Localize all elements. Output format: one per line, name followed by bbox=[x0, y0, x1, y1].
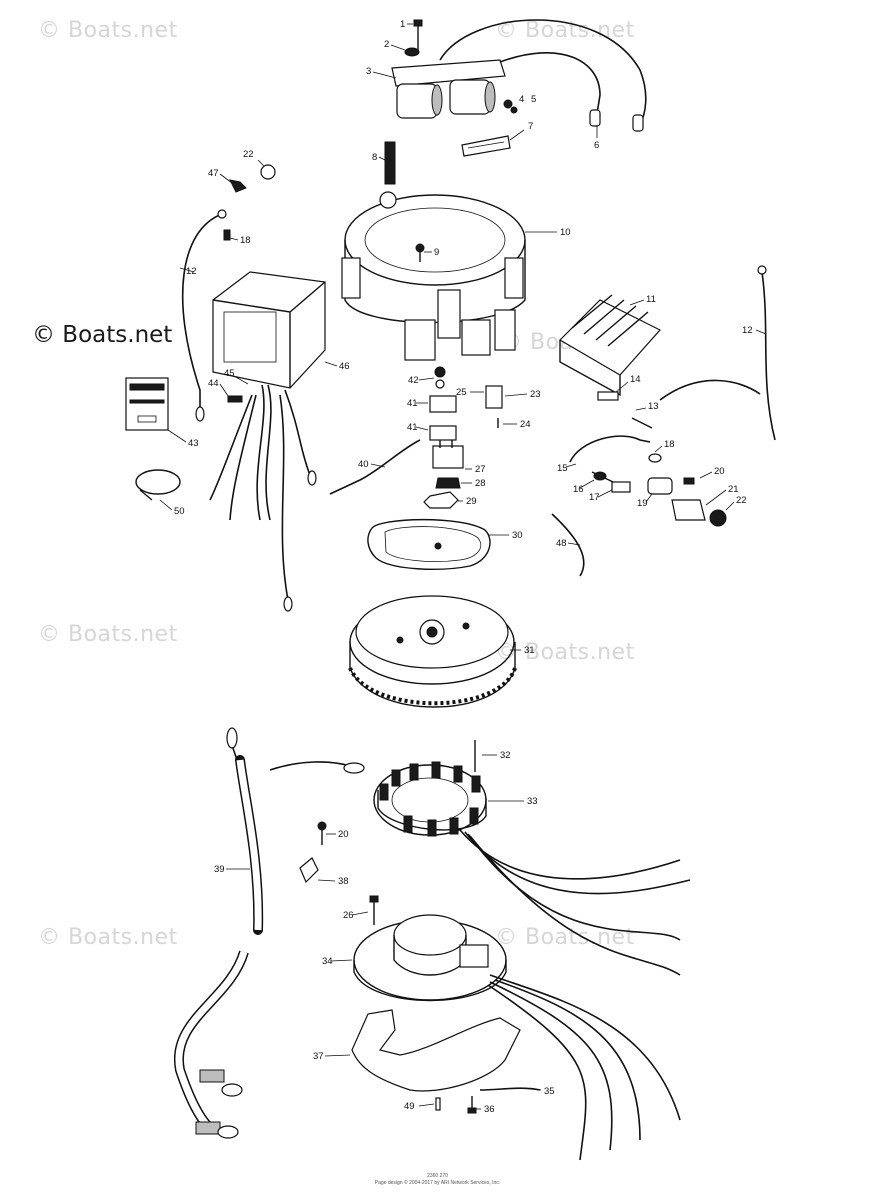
center-components bbox=[423, 366, 503, 509]
clamp bbox=[299, 821, 327, 884]
decal bbox=[125, 377, 169, 431]
watermark: © Boats.net bbox=[38, 925, 178, 950]
part-label: 49 bbox=[404, 1101, 415, 1112]
part-label: 15 bbox=[557, 463, 568, 474]
part-label: 13 bbox=[648, 401, 659, 412]
ground-wire bbox=[551, 513, 585, 577]
part-label: 35 bbox=[544, 1086, 555, 1097]
part-label: 8 bbox=[372, 152, 377, 163]
part-label: 32 bbox=[500, 750, 511, 761]
part-label: 25 bbox=[456, 387, 467, 398]
part-labels: 1 2 3 4 5 6 7 8 9 10 11 12 12 13 14 15 1… bbox=[159, 19, 767, 1115]
armature-plate bbox=[341, 141, 526, 361]
part-label: 36 bbox=[484, 1104, 495, 1115]
part-label: 26 bbox=[343, 910, 354, 921]
part-label: 37 bbox=[313, 1051, 324, 1062]
part-label: 23 bbox=[530, 389, 541, 400]
switch-box bbox=[209, 271, 326, 612]
timer-plate bbox=[367, 518, 491, 570]
watermark: © Boats.net bbox=[38, 622, 178, 647]
trigger-assembly bbox=[353, 895, 681, 1161]
part-label: 40 bbox=[358, 459, 369, 470]
part-label: 4 bbox=[519, 94, 524, 105]
part-label: 24 bbox=[520, 419, 531, 430]
part-label: 50 bbox=[174, 506, 185, 517]
part-label: 5 bbox=[531, 94, 536, 105]
part-label: 28 bbox=[475, 478, 486, 489]
part-label: 2 bbox=[384, 39, 389, 50]
part-label: 16 bbox=[573, 484, 584, 495]
ground-wire-left bbox=[181, 164, 276, 422]
part-label: 30 bbox=[512, 530, 523, 541]
part-label: 12 bbox=[742, 325, 753, 336]
part-label: 17 bbox=[589, 492, 600, 503]
part-label: 1 bbox=[400, 19, 405, 30]
part-label: 39 bbox=[214, 864, 225, 875]
part-label: 33 bbox=[527, 796, 538, 807]
part-label: 31 bbox=[524, 645, 535, 656]
part-label: 38 bbox=[338, 876, 349, 887]
part-label: 45 bbox=[224, 368, 235, 379]
stator bbox=[373, 740, 691, 976]
part-label: 7 bbox=[528, 121, 533, 132]
part-label: 18 bbox=[240, 235, 251, 246]
watermark-primary: © Boats.net bbox=[32, 322, 173, 348]
part-label: 6 bbox=[594, 140, 599, 151]
part-label: 22 bbox=[736, 495, 747, 506]
part-label: 46 bbox=[339, 361, 350, 372]
part-label: 9 bbox=[434, 247, 439, 258]
watermark: © Boats.net bbox=[495, 640, 635, 665]
throttle-cam-plate bbox=[351, 1009, 521, 1092]
part-label: 44 bbox=[208, 378, 219, 389]
part-label: 29 bbox=[466, 496, 477, 507]
part-label: 14 bbox=[630, 374, 641, 385]
part-label: 19 bbox=[637, 498, 648, 509]
part-label: 20 bbox=[714, 466, 725, 477]
part-label: 20 bbox=[338, 829, 349, 840]
battery-cable bbox=[173, 727, 365, 1139]
part-label: 11 bbox=[646, 294, 656, 305]
rectifier bbox=[559, 265, 776, 527]
part-label: 10 bbox=[560, 227, 571, 238]
lead-wire bbox=[329, 439, 421, 495]
part-label: 18 bbox=[664, 439, 675, 450]
part-label: 41 bbox=[407, 398, 418, 409]
part-label: 22 bbox=[243, 149, 254, 160]
part-label: 3 bbox=[366, 66, 371, 77]
part-label: 48 bbox=[556, 538, 567, 549]
part-label: 34 bbox=[322, 956, 333, 967]
part-label: 47 bbox=[208, 168, 219, 179]
footer-code: 2360 270 bbox=[427, 1173, 448, 1179]
part-label: 41 bbox=[407, 422, 418, 433]
part-label: 27 bbox=[475, 464, 486, 475]
part-label: 42 bbox=[408, 375, 419, 386]
ignition-coil-assembly bbox=[391, 19, 647, 157]
part-label: 21 bbox=[728, 484, 739, 495]
retaining-ring bbox=[135, 469, 181, 501]
part-label: 43 bbox=[188, 438, 199, 449]
footer-copyright: Page design © 2004-2017 by ARI Network S… bbox=[374, 1180, 501, 1186]
flywheel bbox=[348, 595, 517, 708]
watermark: © Boats.net bbox=[38, 18, 178, 43]
